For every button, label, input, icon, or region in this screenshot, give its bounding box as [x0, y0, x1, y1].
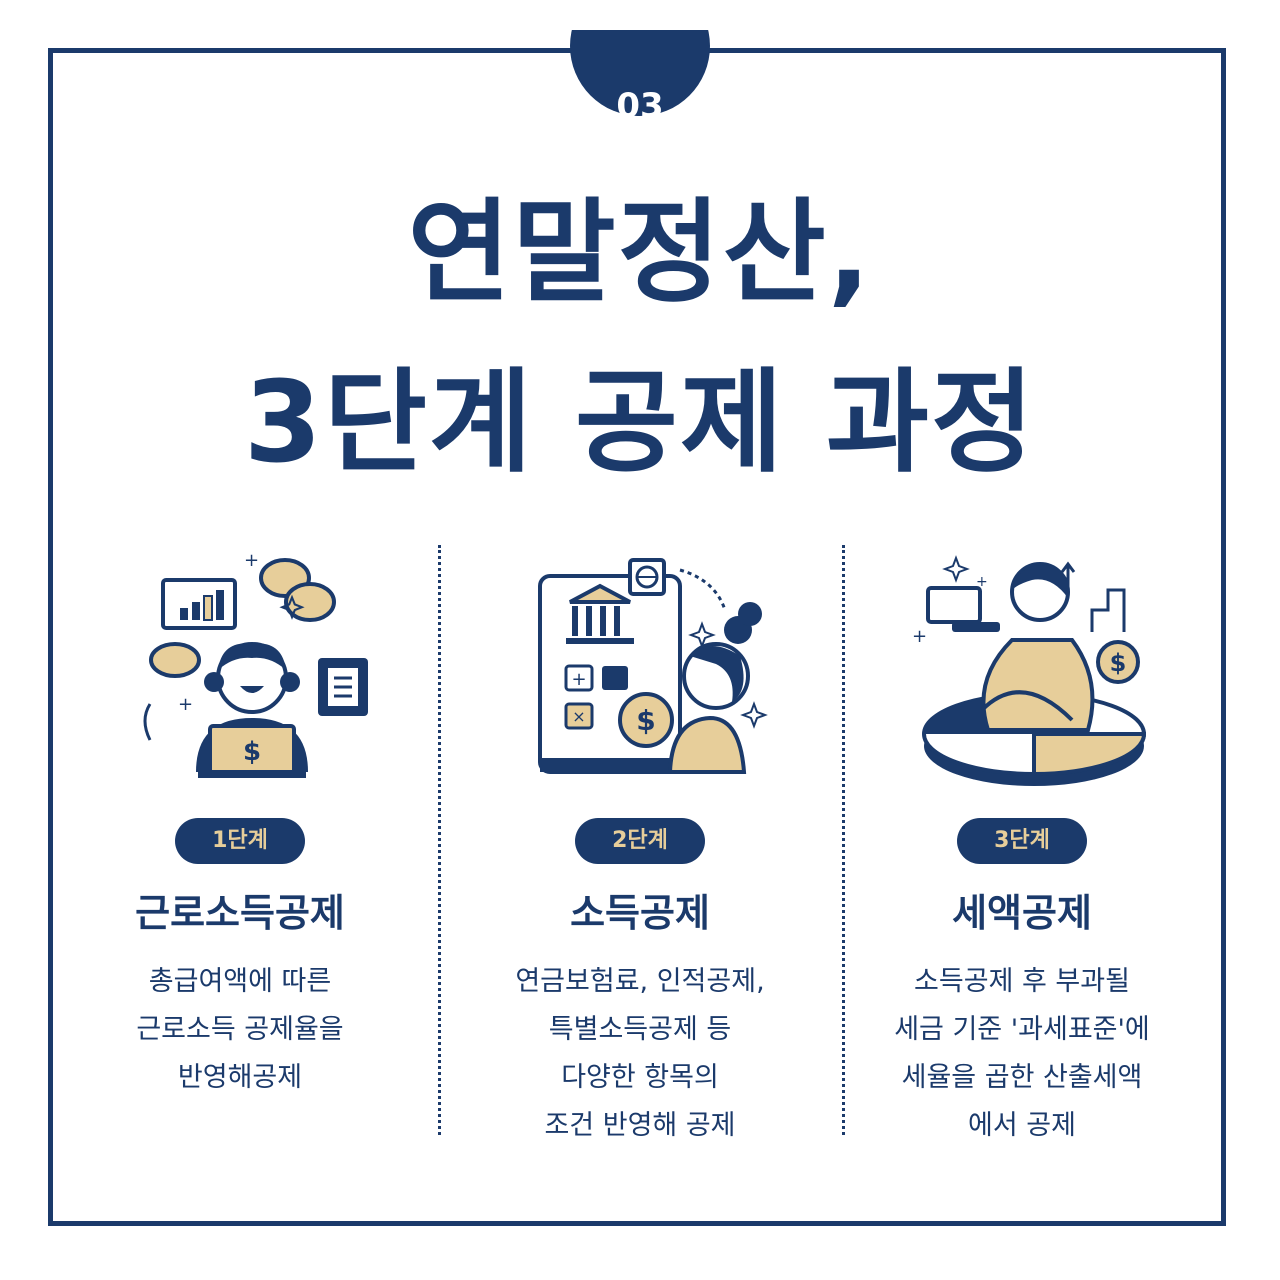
page-title-line2: 3단계 공제 과정 [243, 358, 1037, 488]
column-divider-1 [438, 545, 441, 1135]
step-description-3: 소득공제 후 부과될 세금 기준 '과세표준'에 세율을 곱한 산출세액 에서 … [822, 958, 1222, 1150]
step-pill-1: 1단계 [175, 818, 305, 864]
svg-text:+: + [571, 669, 586, 690]
step-heading-2: 소득공제 [570, 891, 710, 935]
step-heading-3: 세액공제 [952, 891, 1092, 935]
svg-text:$: $ [636, 704, 655, 737]
svg-text:$: $ [1110, 649, 1127, 677]
desc-line: 반영해공제 [177, 1062, 303, 1093]
badge-number: 03 [616, 86, 664, 116]
desc-line: 총급여액에 따른 [148, 966, 332, 997]
column-divider-2 [842, 545, 845, 1135]
person-laptop-icon: $ + + [143, 550, 368, 778]
step-pill-3: 3단계 [957, 818, 1087, 864]
desc-line: 다양한 항목의 [561, 1062, 719, 1093]
step-column-3: $ + + 3단계 세액공제 소득공제 후 부과될 세금 기준 '과세표준'에 … [822, 540, 1222, 1141]
desc-line: 연금보험료, 인적공제, [515, 966, 765, 997]
svg-text:×: × [572, 707, 585, 726]
svg-text:$: $ [243, 737, 261, 767]
step-pill-2: 2단계 [575, 818, 705, 864]
step-description-2: 연금보험료, 인적공제, 특별소득공제 등 다양한 항목의 조건 반영해 공제 [440, 958, 840, 1150]
svg-text:+: + [178, 694, 193, 715]
page-number-badge: 03 [570, 30, 710, 116]
page-title-line1: 연말정산, [407, 188, 873, 318]
desc-line: 특별소득공제 등 [548, 1014, 732, 1045]
svg-text:+: + [912, 626, 927, 647]
svg-text:+: + [976, 574, 988, 590]
step-heading-1: 근로소득공제 [135, 891, 345, 935]
desc-line: 근로소득 공제율을 [136, 1014, 344, 1045]
step-column-2: + × $ 2단계 소득공제 연금보험료, 인적공제, 특별소득공제 등 다양한… [440, 540, 840, 1141]
desc-line: 에서 공제 [968, 1110, 1076, 1141]
svg-text:+: + [244, 550, 259, 571]
desc-line: 소득공제 후 부과될 [914, 966, 1130, 997]
desc-line: 조건 반영해 공제 [544, 1110, 736, 1141]
person-pie-chart-icon: $ + + [912, 555, 1147, 786]
step-column-1: $ + + 1단계 근로소득공제 총급여액에 따른 근로소득 공제율을 반영해공… [40, 540, 440, 1093]
bank-tablet-icon: + × $ [538, 558, 768, 774]
desc-line: 세금 기준 '과세표준'에 [894, 1014, 1150, 1045]
desc-line: 세율을 곱한 산출세액 [901, 1062, 1143, 1093]
step-description-1: 총급여액에 따른 근로소득 공제율을 반영해공제 [40, 958, 440, 1102]
